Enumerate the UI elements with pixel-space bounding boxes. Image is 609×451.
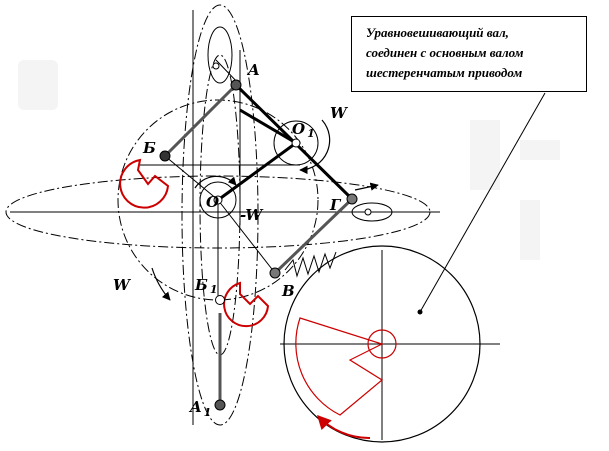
counterweight-B [119, 158, 170, 209]
balancing-shaft [280, 92, 546, 443]
label-B-cyr: Б [142, 139, 156, 157]
joint-nodes [159, 62, 372, 411]
rotation-arrows [151, 119, 379, 301]
node-O [213, 195, 223, 205]
end-rings [199, 26, 393, 222]
spring [284, 251, 337, 278]
background-ghosts [18, 60, 560, 260]
link-A-B [163, 83, 238, 158]
node-G [346, 193, 358, 205]
node-A1 [214, 399, 226, 411]
node-A [230, 79, 242, 91]
thin-connectors [164, 59, 276, 300]
label-W-top: W [330, 104, 349, 122]
callout-note: Уравновешивающий вал, соединен с основны… [351, 16, 587, 92]
node-B1 [215, 295, 225, 305]
label-G: Г [329, 196, 342, 214]
rod-O1-A-offset [239, 108, 297, 145]
label-V: B [281, 282, 295, 300]
grey-links [163, 83, 354, 405]
node-V [269, 267, 281, 279]
rod-O-O1 [217, 141, 297, 202]
counterweight-V [223, 281, 270, 328]
link-G-V [273, 197, 354, 275]
label-O: O [206, 193, 219, 211]
red-rotation-arrow [317, 414, 371, 440]
label-W-left: W [113, 276, 132, 294]
label-A: A [246, 61, 260, 79]
vertical-orbit-ellipse [181, 4, 259, 426]
note-line-1: Уравновешивающий вал, [366, 25, 509, 40]
node-B [159, 150, 171, 162]
balancing-shaft-hub [367, 329, 397, 359]
balancing-counterweight [295, 317, 384, 416]
note-line-3: шестеренчатым приводом [366, 65, 523, 80]
callout-line [419, 92, 546, 313]
crank-circle [117, 99, 319, 301]
note-line-2: соединен с основным валом [366, 45, 524, 60]
counterweights [119, 158, 270, 328]
node-O1 [291, 138, 301, 148]
label-minus-W: -W [240, 206, 264, 224]
